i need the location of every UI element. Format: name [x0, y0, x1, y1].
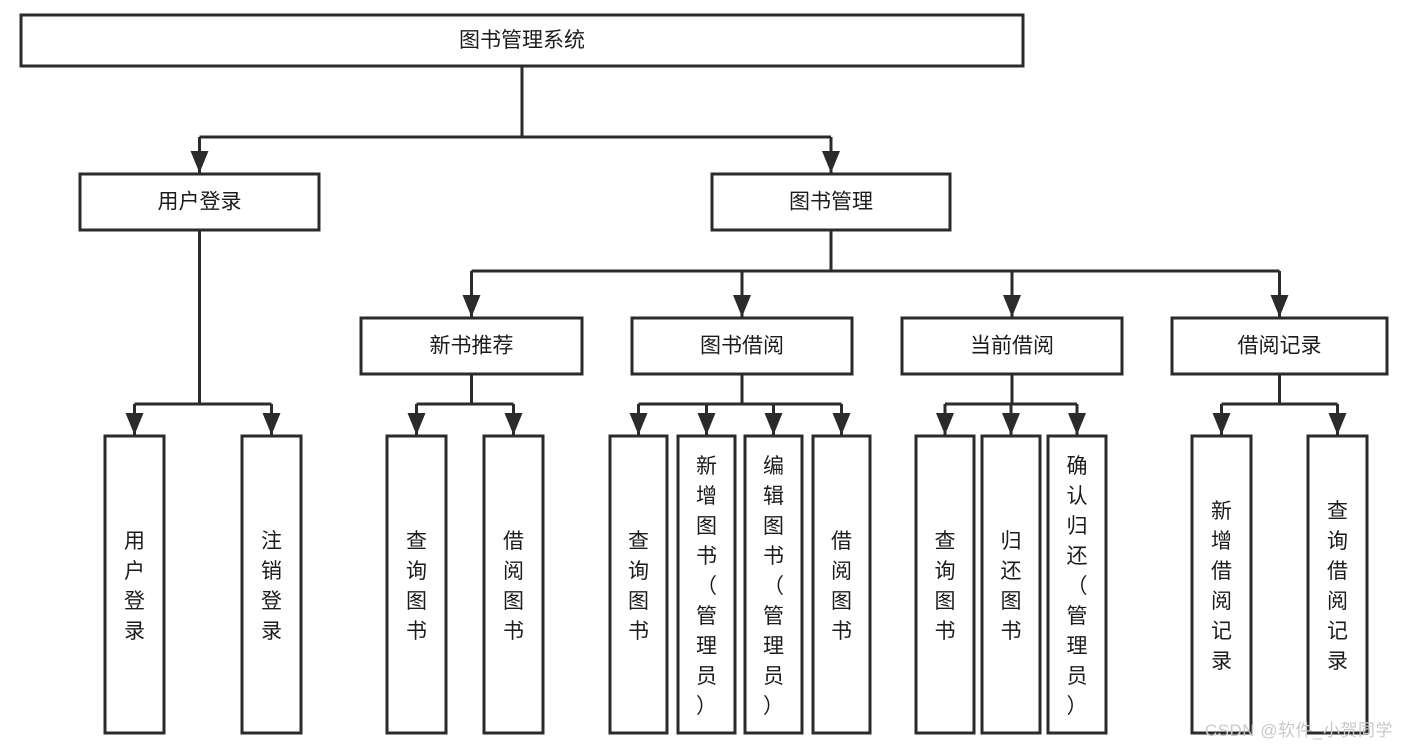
node-label: 查询图书: [628, 530, 649, 643]
node-label: 借阅记录: [1238, 335, 1322, 358]
node-cb-confirm-return[interactable]: 确认归还（管理员）: [1046, 434, 1108, 735]
arrow-head-icon: [504, 413, 523, 435]
node-box: [811, 434, 872, 735]
arrow-head-icon: [462, 295, 481, 317]
node-book-borrow[interactable]: 图书借阅: [630, 316, 854, 376]
arrow-head-icon: [1003, 295, 1021, 317]
node-box: [608, 434, 669, 735]
node-bb-borrow-book[interactable]: 借阅图书: [811, 434, 872, 735]
arrow-head-icon: [832, 413, 851, 435]
node-box: [78, 172, 321, 232]
arrow-head-icon: [190, 151, 209, 173]
node-box: [240, 434, 303, 735]
node-nbr-borrow-book[interactable]: 借阅图书: [482, 434, 545, 735]
node-current-borrow[interactable]: 当前借阅: [900, 316, 1124, 376]
node-label: 图书借阅: [700, 335, 784, 358]
node-root[interactable]: 图书管理系统: [19, 13, 1025, 68]
node-box: [630, 316, 854, 376]
connector-layer: [125, 66, 1347, 435]
node-label: 新书推荐: [430, 335, 514, 358]
node-box: [914, 434, 976, 735]
node-box: [1306, 434, 1369, 735]
node-label: 借阅图书: [503, 530, 524, 643]
node-book-manage[interactable]: 图书管理: [710, 172, 952, 232]
arrow-head-icon: [697, 413, 716, 435]
node-box: [900, 316, 1124, 376]
node-br-query-record[interactable]: 查询借阅记录: [1306, 434, 1369, 735]
arrow-head-icon: [1002, 413, 1020, 435]
arrow-head-icon: [629, 413, 648, 435]
arrow-head-icon: [1270, 295, 1289, 317]
node-bb-query-book[interactable]: 查询图书: [608, 434, 669, 735]
node-layer: 图书管理系统用户登录用户登录注销登录图书管理新书推荐查询图书借阅图书图书借阅查询…: [19, 13, 1389, 735]
node-label: 借阅图书: [831, 530, 852, 643]
node-bb-add-book[interactable]: 新增图书（管理员）: [676, 434, 737, 735]
watermark: CSDN @软件_小贺同学: [1204, 721, 1393, 740]
node-label: 确认归还（管理员）: [1067, 455, 1088, 718]
node-box: [1046, 434, 1108, 735]
node-label: 用户登录: [124, 530, 145, 643]
node-label: 新增借阅记录: [1211, 500, 1232, 673]
node-cb-query-book[interactable]: 查询图书: [914, 434, 976, 735]
node-box: [482, 434, 545, 735]
node-box: [385, 434, 448, 735]
node-box: [743, 434, 804, 735]
node-label: 编辑图书（管理员）: [763, 455, 784, 718]
node-br-add-record[interactable]: 新增借阅记录: [1190, 434, 1253, 735]
node-box: [1190, 434, 1253, 735]
arrow-head-icon: [262, 413, 281, 435]
node-new-book-rec[interactable]: 新书推荐: [359, 316, 584, 376]
node-label: 用户登录: [158, 191, 242, 214]
node-label: 当前借阅: [970, 335, 1054, 358]
node-box: [103, 434, 166, 735]
node-label: 归还图书: [1001, 530, 1022, 643]
node-label: 查询图书: [406, 530, 427, 643]
node-box: [710, 172, 952, 232]
arrow-head-icon: [1328, 413, 1347, 435]
node-label: 新增图书（管理员）: [696, 455, 717, 718]
node-user-login-do[interactable]: 用户登录: [103, 434, 166, 735]
node-box: [980, 434, 1042, 735]
arrow-head-icon: [125, 413, 144, 435]
arrow-head-icon: [1068, 413, 1086, 435]
node-bb-edit-book[interactable]: 编辑图书（管理员）: [743, 434, 804, 735]
arrow-head-icon: [1212, 413, 1231, 435]
node-label: 图书管理系统: [459, 29, 585, 52]
node-box: [676, 434, 737, 735]
node-label: 图书管理: [789, 191, 873, 214]
node-box: [1170, 316, 1389, 376]
arrow-head-icon: [822, 151, 840, 173]
node-box: [19, 13, 1025, 68]
arrow-head-icon: [407, 413, 426, 435]
node-nbr-query-book[interactable]: 查询图书: [385, 434, 448, 735]
arrow-head-icon: [733, 295, 751, 317]
arrow-head-icon: [764, 413, 783, 435]
node-label: 查询图书: [935, 530, 956, 643]
arrow-head-icon: [936, 413, 954, 435]
node-user-logout[interactable]: 注销登录: [240, 434, 303, 735]
node-label: 注销登录: [261, 530, 282, 643]
node-cb-return-book[interactable]: 归还图书: [980, 434, 1042, 735]
node-user-login[interactable]: 用户登录: [78, 172, 321, 232]
node-borrow-record[interactable]: 借阅记录: [1170, 316, 1389, 376]
node-box: [359, 316, 584, 376]
node-label: 查询借阅记录: [1327, 500, 1348, 673]
